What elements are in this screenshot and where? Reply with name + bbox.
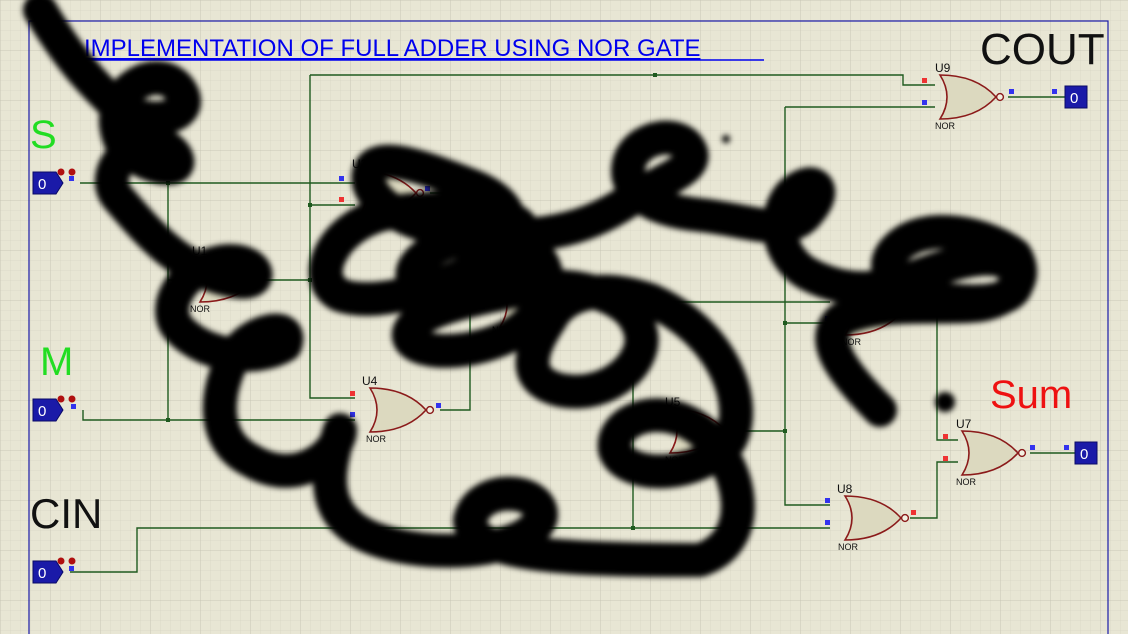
gate-type: NOR: [956, 477, 977, 487]
gate-ref: U4: [362, 374, 378, 388]
label-m: M: [40, 340, 73, 384]
label-sum: Sum: [990, 373, 1072, 417]
gate-type: NOR: [841, 337, 862, 347]
toggle-dot[interactable]: [57, 557, 65, 565]
gate-u9[interactable]: U9 NOR: [935, 61, 1005, 131]
output-cout-value: 0: [1070, 90, 1078, 107]
toggle-dot[interactable]: [68, 557, 76, 565]
sheet-title: IMPLEMENTATION OF FULL ADDER USING NOR G…: [84, 35, 701, 62]
input-cin[interactable]: 0: [32, 557, 76, 584]
toggle-dot[interactable]: [68, 395, 76, 403]
label-s: S: [30, 113, 57, 157]
gate-type: NOR: [935, 121, 956, 131]
toggle-dot[interactable]: [57, 395, 65, 403]
gate-ref: U8: [837, 482, 853, 496]
toggle-dot[interactable]: [57, 168, 65, 176]
sheet-border: [28, 20, 1109, 634]
toggle-dot[interactable]: [68, 168, 76, 176]
gate-ref: U9: [935, 61, 951, 75]
input-m[interactable]: 0: [32, 395, 76, 422]
input-s[interactable]: 0: [32, 168, 76, 195]
gate-ref: U7: [956, 417, 972, 431]
gate-type: NOR: [190, 304, 211, 314]
label-cout: COUT: [980, 25, 1105, 74]
gate-u8[interactable]: U8 NOR: [837, 482, 910, 552]
gate-type: NOR: [838, 542, 859, 552]
output-sum[interactable]: 0: [1074, 441, 1098, 465]
label-cin: CIN: [30, 490, 102, 537]
gate-u7[interactable]: U7 NOR: [956, 417, 1027, 487]
output-cout[interactable]: 0: [1064, 85, 1088, 109]
gate-u4[interactable]: U4 NOR: [362, 374, 435, 444]
input-m-value: 0: [38, 403, 46, 420]
ink-scribble: [23, 0, 1037, 577]
output-sum-value: 0: [1080, 446, 1088, 463]
input-s-value: 0: [38, 176, 46, 193]
input-cin-value: 0: [38, 565, 46, 582]
gate-type: NOR: [366, 434, 387, 444]
